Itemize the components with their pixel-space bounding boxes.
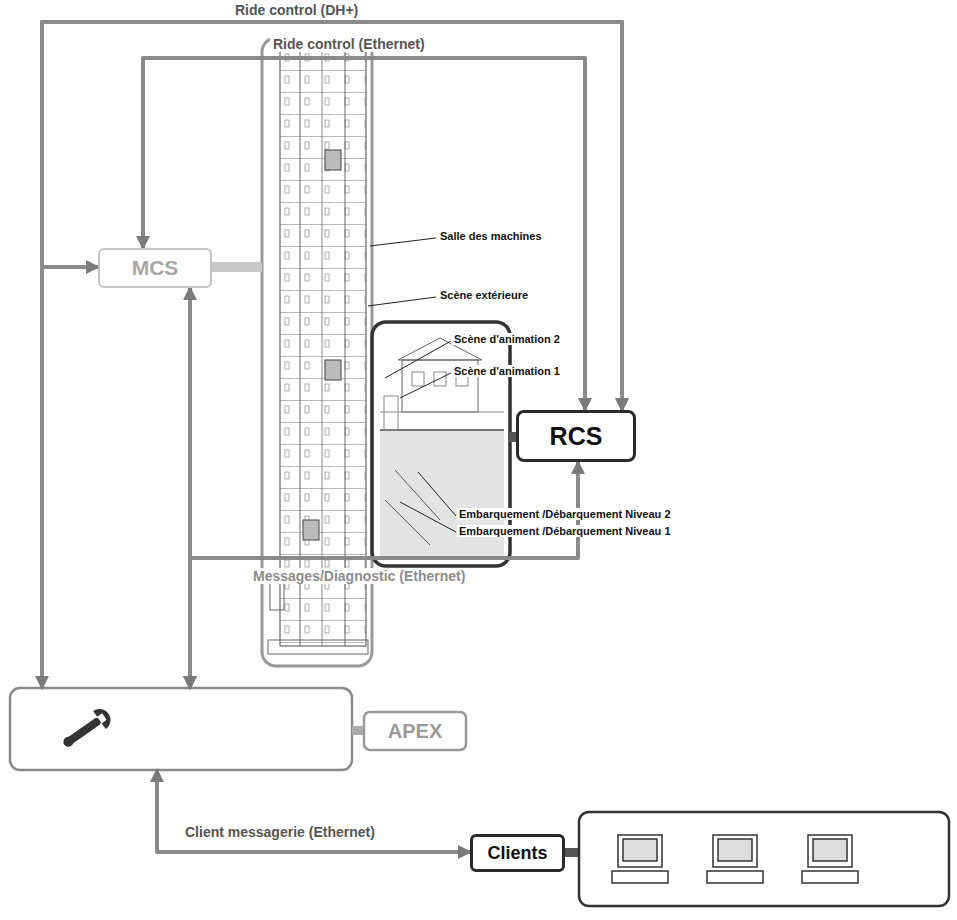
clients-box: Clients bbox=[470, 834, 565, 872]
part-label: Embarquement /Débarquement Niveau 2 bbox=[457, 508, 673, 520]
edge-label: Messages/Diagnostic (Ethernet) bbox=[250, 568, 468, 584]
apex-box bbox=[364, 712, 466, 750]
tower-drawing bbox=[268, 46, 368, 654]
part-label: Embarquement /Débarquement Niveau 1 bbox=[457, 525, 673, 537]
part-label: Scène d'animation 1 bbox=[452, 365, 562, 377]
node-text: MCS bbox=[132, 256, 179, 280]
edge-label: Ride control (Ethernet) bbox=[270, 36, 428, 52]
connector bbox=[42, 22, 622, 410]
mcs-bar bbox=[212, 262, 262, 272]
clients-bar bbox=[565, 848, 579, 857]
node-text: APEX bbox=[364, 712, 466, 750]
node-text: Clients bbox=[487, 843, 547, 864]
connector bbox=[42, 22, 622, 688]
rcs-bar bbox=[508, 432, 516, 442]
connector bbox=[143, 58, 585, 410]
connector bbox=[190, 462, 578, 688]
part-label: Scène d'animation 2 bbox=[452, 333, 562, 345]
part-label: Salle des machines bbox=[438, 230, 544, 242]
leader-lines bbox=[368, 238, 456, 532]
rcs-box: RCS bbox=[516, 410, 636, 462]
apex-bar bbox=[352, 726, 364, 735]
connector bbox=[157, 770, 470, 852]
apex-group: APEX bbox=[10, 688, 466, 770]
computer-icons bbox=[612, 835, 858, 883]
edge-label: Client messagerie (Ethernet) bbox=[182, 824, 378, 840]
tool-box bbox=[10, 688, 352, 770]
node-text: RCS bbox=[550, 422, 603, 451]
mcs-box: MCS bbox=[98, 248, 212, 288]
computers-box bbox=[579, 812, 949, 906]
wrench-icon bbox=[58, 705, 115, 754]
part-label: Scène extérieure bbox=[438, 289, 530, 301]
edge-label: Ride control (DH+) bbox=[232, 2, 361, 18]
